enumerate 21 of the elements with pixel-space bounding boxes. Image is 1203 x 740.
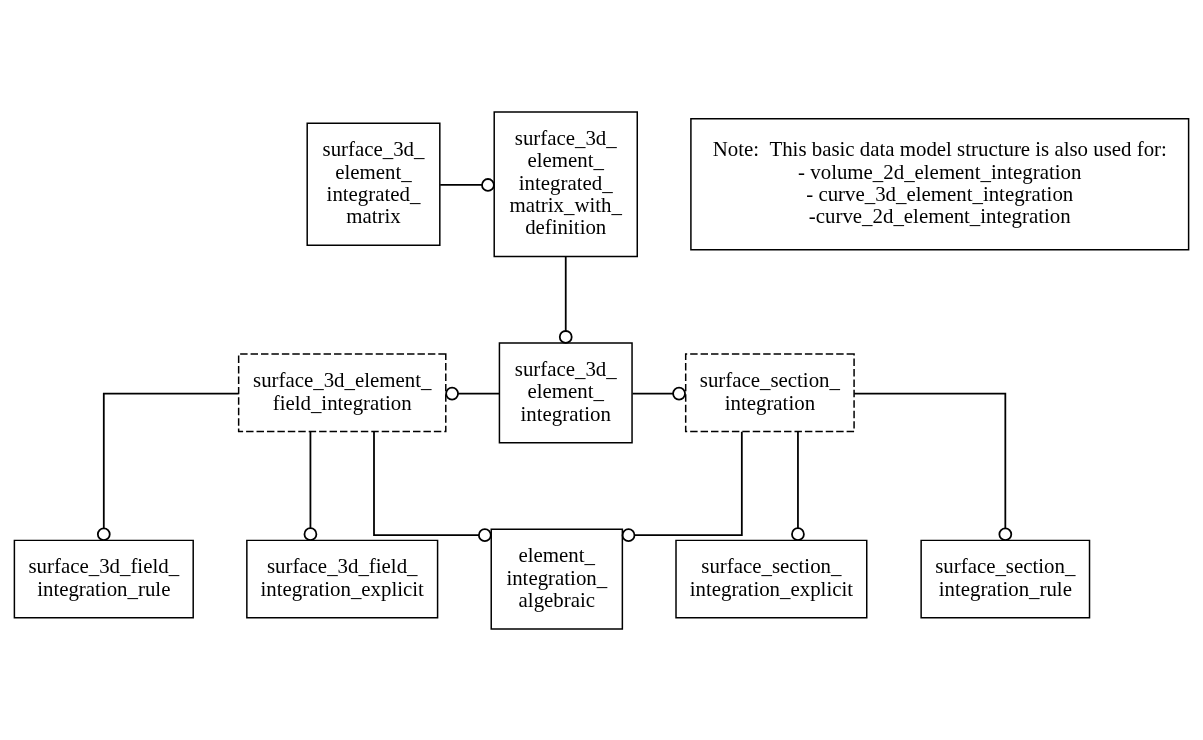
node-box: surface_3d_field_ integration_explicit: [246, 539, 439, 619]
connector: [621, 430, 743, 542]
connector: [631, 386, 686, 400]
connector: [445, 386, 500, 400]
node-box: surface_3d_ element_ integration: [498, 341, 633, 443]
node-box: surface_section_ integration_explicit: [675, 539, 868, 619]
node-box: element_ integration_ algebraic: [490, 527, 624, 630]
node-box: Note: This basic data model structure is also used for: - volume_2d_element_integration - curve_3d_element_integration -curve_2d_element_integration: [690, 117, 1190, 251]
connector: [558, 255, 573, 344]
connector: [373, 430, 492, 542]
connector: [853, 392, 1013, 541]
node-box: surface_section_ integration: [684, 352, 855, 432]
connector: [96, 392, 240, 541]
connector: [439, 177, 495, 192]
node-box: surface_3d_ element_ integrated_ matrix_with_ definition: [493, 110, 638, 257]
node-box: surface_3d_field_ integration_rule: [13, 539, 194, 619]
node-box: surface_3d_element_ field_integration: [237, 352, 447, 432]
connector: [303, 430, 318, 541]
connector: [791, 430, 805, 541]
node-box: surface_3d_ element_ integrated_ matrix: [306, 121, 441, 246]
node-box: surface_section_ integration_rule: [920, 539, 1091, 619]
